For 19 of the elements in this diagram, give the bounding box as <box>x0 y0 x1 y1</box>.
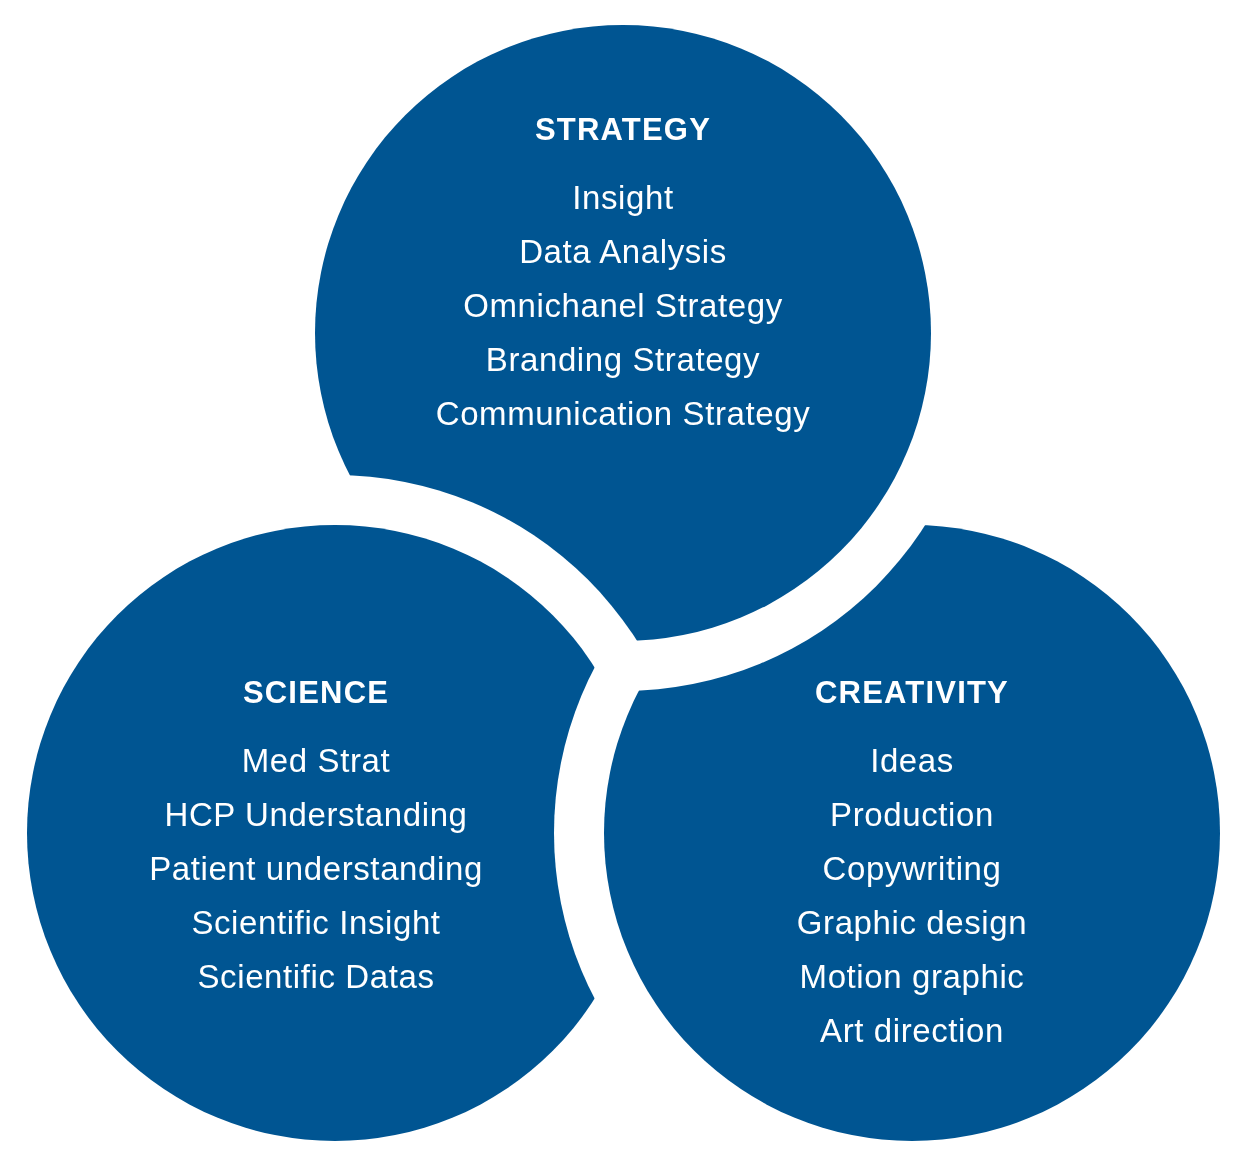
circle-item: Scientific Datas <box>196 957 436 997</box>
circle-item: Graphic design <box>795 903 1029 943</box>
circle-heading: SCIENCE <box>241 674 391 712</box>
circle-item: Production <box>829 795 995 835</box>
circle-item: Omnichanel Strategy <box>462 286 784 326</box>
circle-item: Motion graphic <box>798 957 1026 997</box>
circle-item: Copywriting <box>821 849 1003 889</box>
circle-item: Communication Strategy <box>434 394 812 434</box>
circle-item: Data Analysis <box>518 232 728 272</box>
circle-heading: STRATEGY <box>533 111 713 149</box>
circle-item: Patient understanding <box>148 849 484 889</box>
circle-item: Branding Strategy <box>484 340 762 380</box>
circle-item: Ideas <box>869 741 955 781</box>
circle-heading: CREATIVITY <box>814 674 1010 712</box>
circle-item: Med Strat <box>240 741 392 781</box>
circle-item: Art direction <box>819 1011 1005 1051</box>
circle-item: HCP Understanding <box>163 795 469 835</box>
circle-item: Scientific Insight <box>190 903 442 943</box>
circle-item: Insight <box>571 178 675 218</box>
